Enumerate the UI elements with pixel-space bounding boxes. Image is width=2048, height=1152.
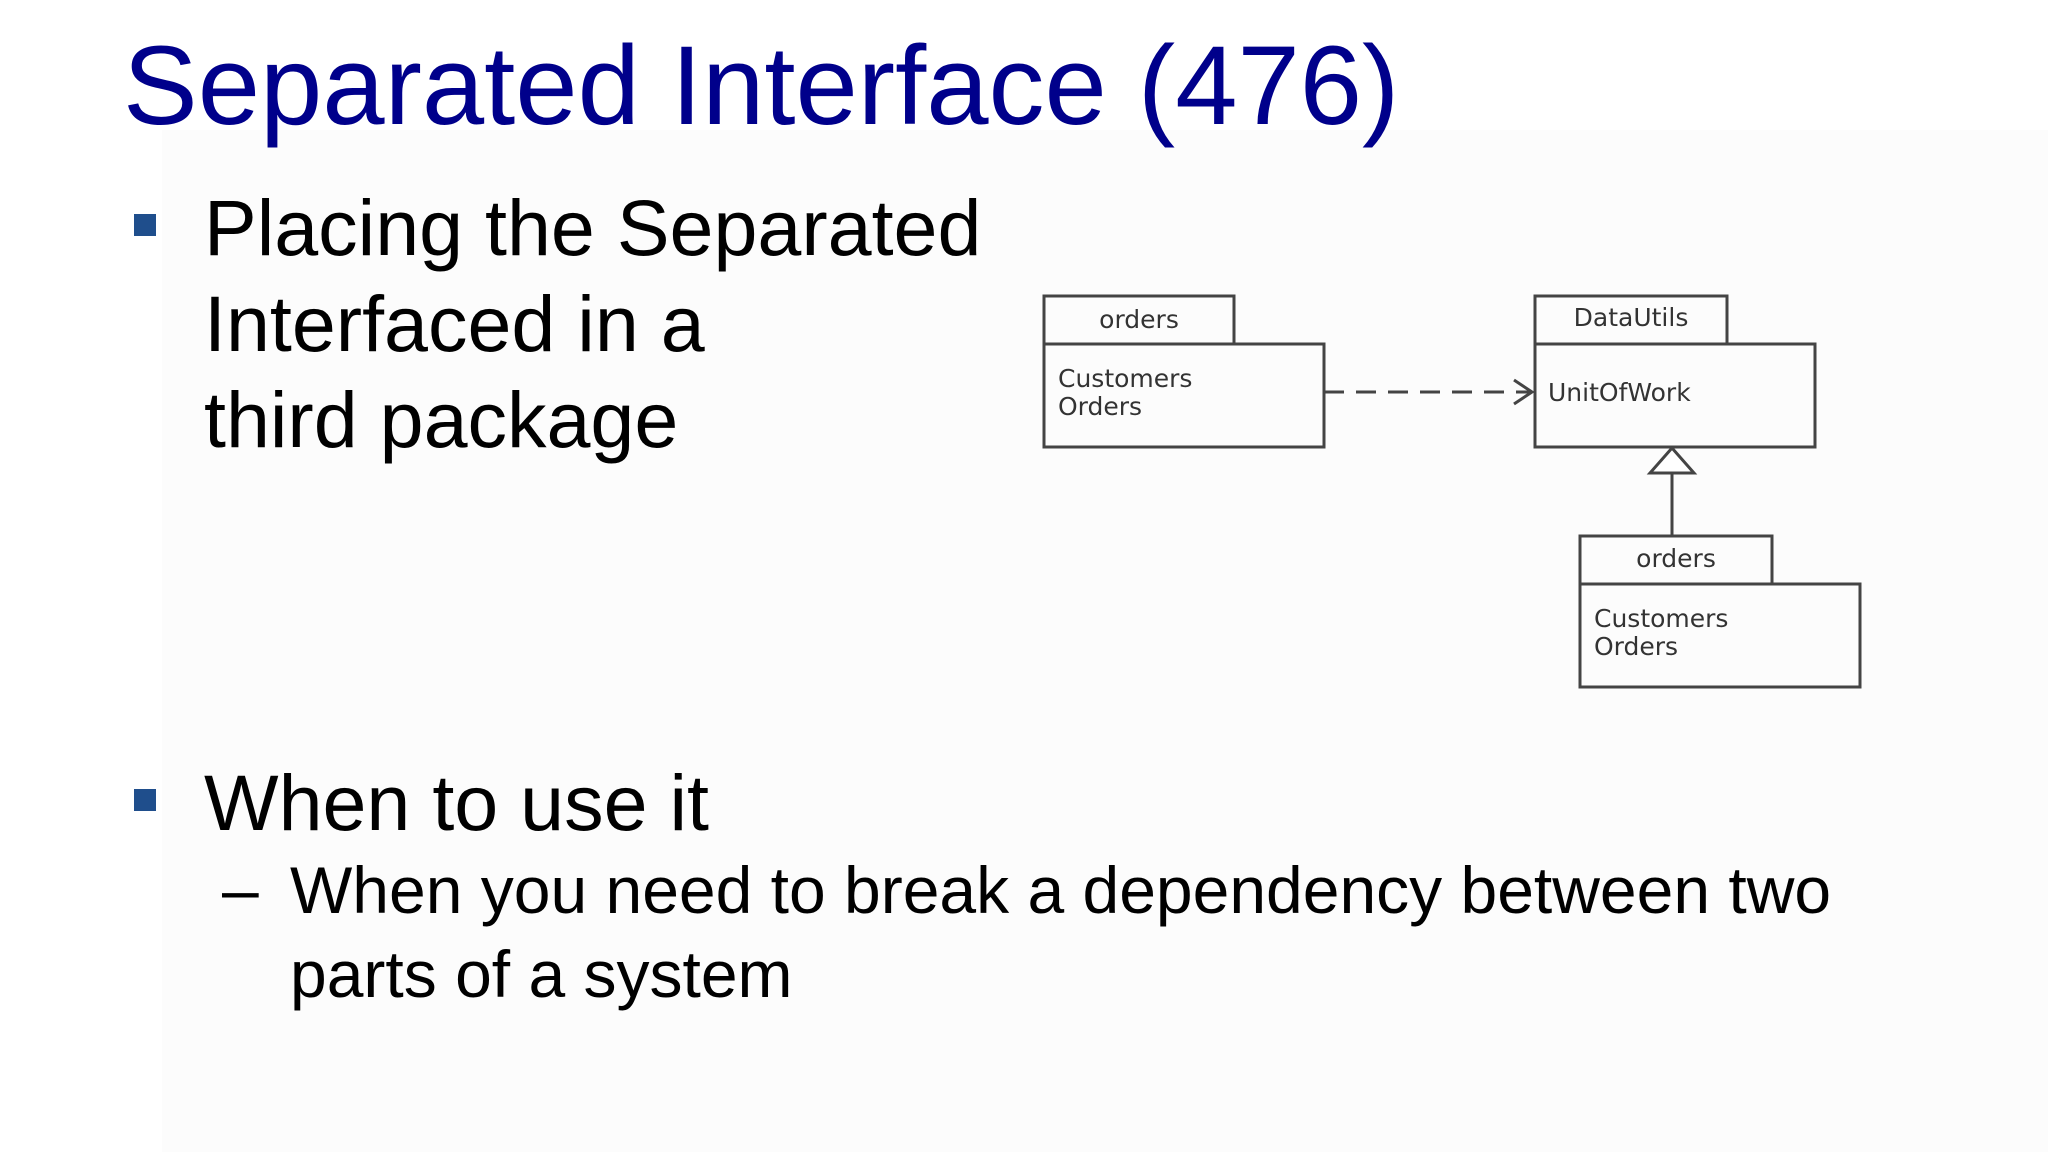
package-datautils-name: DataUtils bbox=[1574, 303, 1689, 332]
package-datautils-body bbox=[1533, 342, 1817, 449]
package-orders-client-item-2: Orders bbox=[1058, 392, 1142, 421]
dependency-arrow-head bbox=[1513, 378, 1535, 406]
slide-title: Separated Interface (476) bbox=[123, 23, 1400, 148]
sub-bullet-line-2: parts of a system bbox=[290, 937, 793, 1011]
slide-background-panel bbox=[162, 130, 2048, 1152]
package-datautils-item-1: UnitOfWork bbox=[1548, 378, 1691, 407]
uml-package-diagram: orders Customers Orders DataUtils UnitOf… bbox=[1042, 294, 1862, 689]
package-orders-impl-item-2: Orders bbox=[1594, 632, 1678, 661]
package-orders-impl-name: orders bbox=[1636, 544, 1716, 573]
package-orders-impl-item-1: Customers bbox=[1594, 604, 1728, 633]
package-orders-client-item-1: Customers bbox=[1058, 364, 1192, 393]
bullet-1-line-3: third package bbox=[204, 375, 679, 464]
package-orders-client-body bbox=[1042, 342, 1326, 449]
bullet-1-line-1: Placing the Separated bbox=[204, 183, 982, 272]
sub-bullet-dash: – bbox=[222, 852, 259, 926]
bullet-square-2 bbox=[134, 789, 156, 811]
bullet-1-line-2: Interfaced in a bbox=[204, 279, 705, 368]
bullet-square-1 bbox=[134, 214, 156, 236]
package-orders-impl-body bbox=[1578, 582, 1862, 689]
sub-bullet-line-1: When you need to break a dependency betw… bbox=[290, 853, 1832, 927]
realization-arrow-head bbox=[1646, 445, 1698, 475]
package-orders-client-name: orders bbox=[1099, 305, 1179, 334]
bullet-2-line-1: When to use it bbox=[204, 758, 709, 847]
